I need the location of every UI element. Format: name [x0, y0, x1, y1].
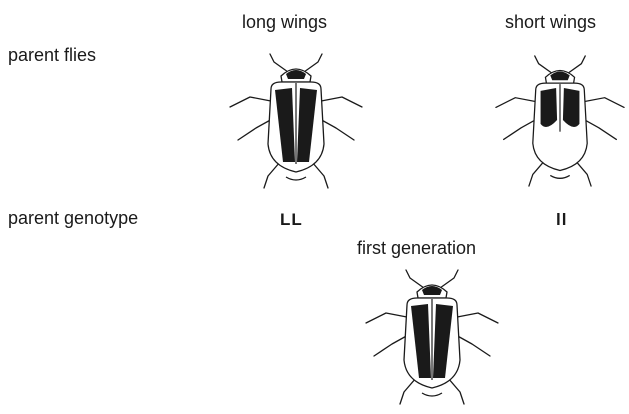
genotype-ll: ll	[556, 210, 567, 230]
phenotype-label-short-wings: short wings	[505, 12, 596, 33]
first-generation-label: first generation	[357, 238, 476, 259]
first-generation-fly-illustration	[362, 268, 502, 406]
phenotype-label-long-wings: long wings	[242, 12, 327, 33]
genotype-LL: LL	[280, 210, 303, 230]
row-label-parent-genotype: parent genotype	[8, 208, 138, 229]
short-winged-fly-illustration	[492, 52, 628, 190]
long-winged-fly-illustration	[226, 52, 366, 190]
row-label-parent-flies: parent flies	[8, 45, 96, 66]
